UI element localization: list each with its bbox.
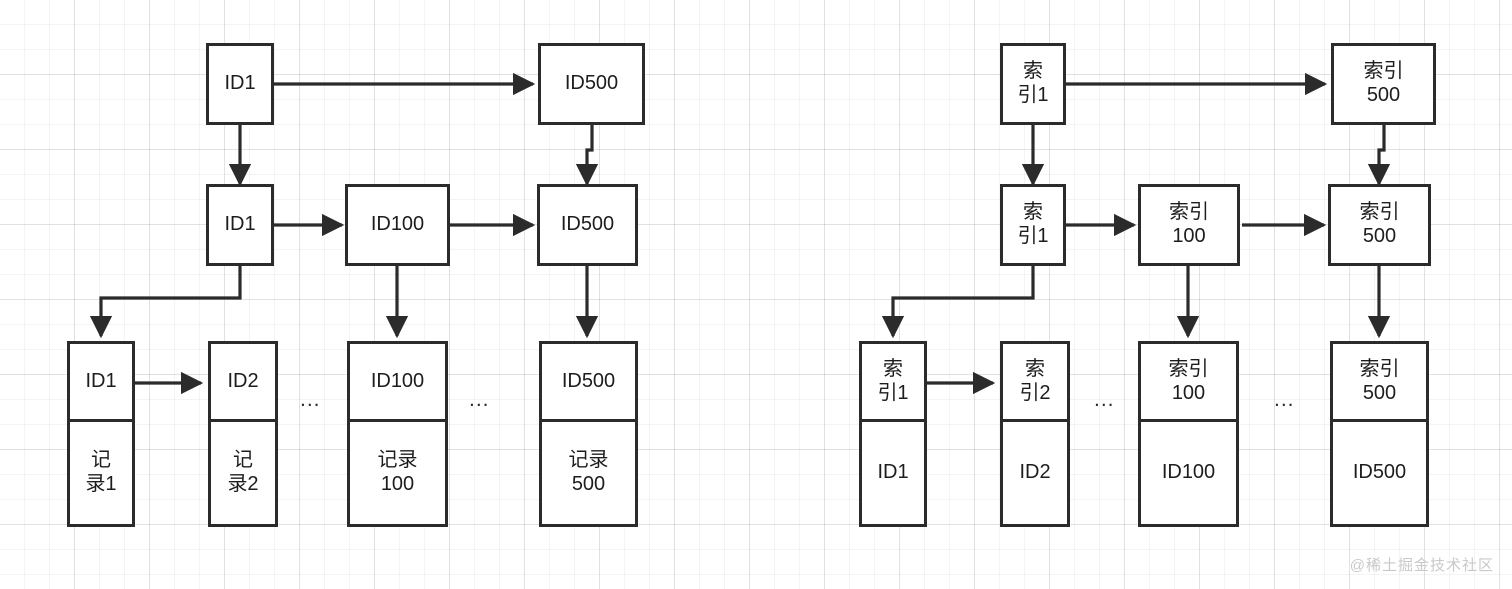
card-left-leaf-100[interactable]: ID100 记录 100 <box>347 341 448 527</box>
card-right-leaf-100-key: 索引 100 <box>1141 344 1236 422</box>
card-right-leaf-100[interactable]: 索引 100 ID100 <box>1138 341 1239 527</box>
node-right-root-index500[interactable]: 索引 500 <box>1331 43 1436 125</box>
card-right-leaf-2[interactable]: 索 引2 ID2 <box>1000 341 1070 527</box>
edge-left-mid1-to-leaf1 <box>89 266 242 339</box>
card-right-leaf-500-value: ID500 <box>1352 461 1407 484</box>
card-right-leaf-1-key: 索 引1 <box>862 344 924 422</box>
ellipsis-right-1: ... <box>1094 388 1115 411</box>
card-left-leaf-100-value: 记录 100 <box>377 449 418 495</box>
card-right-leaf-2-value: ID2 <box>1019 461 1051 484</box>
card-left-leaf-100-key: ID100 <box>350 344 445 422</box>
node-left-mid-id100[interactable]: ID100 <box>345 184 450 266</box>
node-right-root-index1[interactable]: 索 引1 <box>1000 43 1066 125</box>
ellipsis-left-2: ... <box>469 388 490 411</box>
card-left-leaf-1-value: 记 录1 <box>85 449 117 495</box>
card-right-leaf-500-key: 索引 500 <box>1333 344 1426 422</box>
card-left-leaf-1-key: ID1 <box>70 344 132 422</box>
card-left-leaf-1[interactable]: ID1 记 录1 <box>67 341 135 527</box>
edge-right-root500-to-mid500 <box>1367 125 1391 187</box>
node-right-mid-index100[interactable]: 索引 100 <box>1138 184 1240 266</box>
ellipsis-left-1: ... <box>300 388 321 411</box>
card-left-leaf-500-key: ID500 <box>542 344 635 422</box>
edge-left-root500-to-mid500 <box>575 125 599 187</box>
ellipsis-right-2: ... <box>1274 388 1295 411</box>
edge-right-mid1-to-leaf1 <box>881 266 1035 339</box>
card-left-leaf-2[interactable]: ID2 记 录2 <box>208 341 278 527</box>
node-left-root-id500[interactable]: ID500 <box>538 43 645 125</box>
card-right-leaf-500[interactable]: 索引 500 ID500 <box>1330 341 1429 527</box>
node-left-mid-id1[interactable]: ID1 <box>206 184 274 266</box>
card-right-leaf-100-value: ID100 <box>1161 461 1216 484</box>
node-left-mid-id500[interactable]: ID500 <box>537 184 638 266</box>
node-right-mid-index1[interactable]: 索 引1 <box>1000 184 1066 266</box>
card-right-leaf-1-value: ID1 <box>877 461 909 484</box>
node-left-root-id1[interactable]: ID1 <box>206 43 274 125</box>
card-right-leaf-1[interactable]: 索 引1 ID1 <box>859 341 927 527</box>
node-right-mid-index500[interactable]: 索引 500 <box>1328 184 1431 266</box>
card-left-leaf-500-value: 记录 500 <box>568 449 609 495</box>
card-right-leaf-2-key: 索 引2 <box>1003 344 1067 422</box>
card-left-leaf-2-key: ID2 <box>211 344 275 422</box>
card-left-leaf-2-value: 记 录2 <box>227 449 259 495</box>
card-left-leaf-500[interactable]: ID500 记录 500 <box>539 341 638 527</box>
watermark: @稀土掘金技术社区 <box>1349 557 1494 574</box>
